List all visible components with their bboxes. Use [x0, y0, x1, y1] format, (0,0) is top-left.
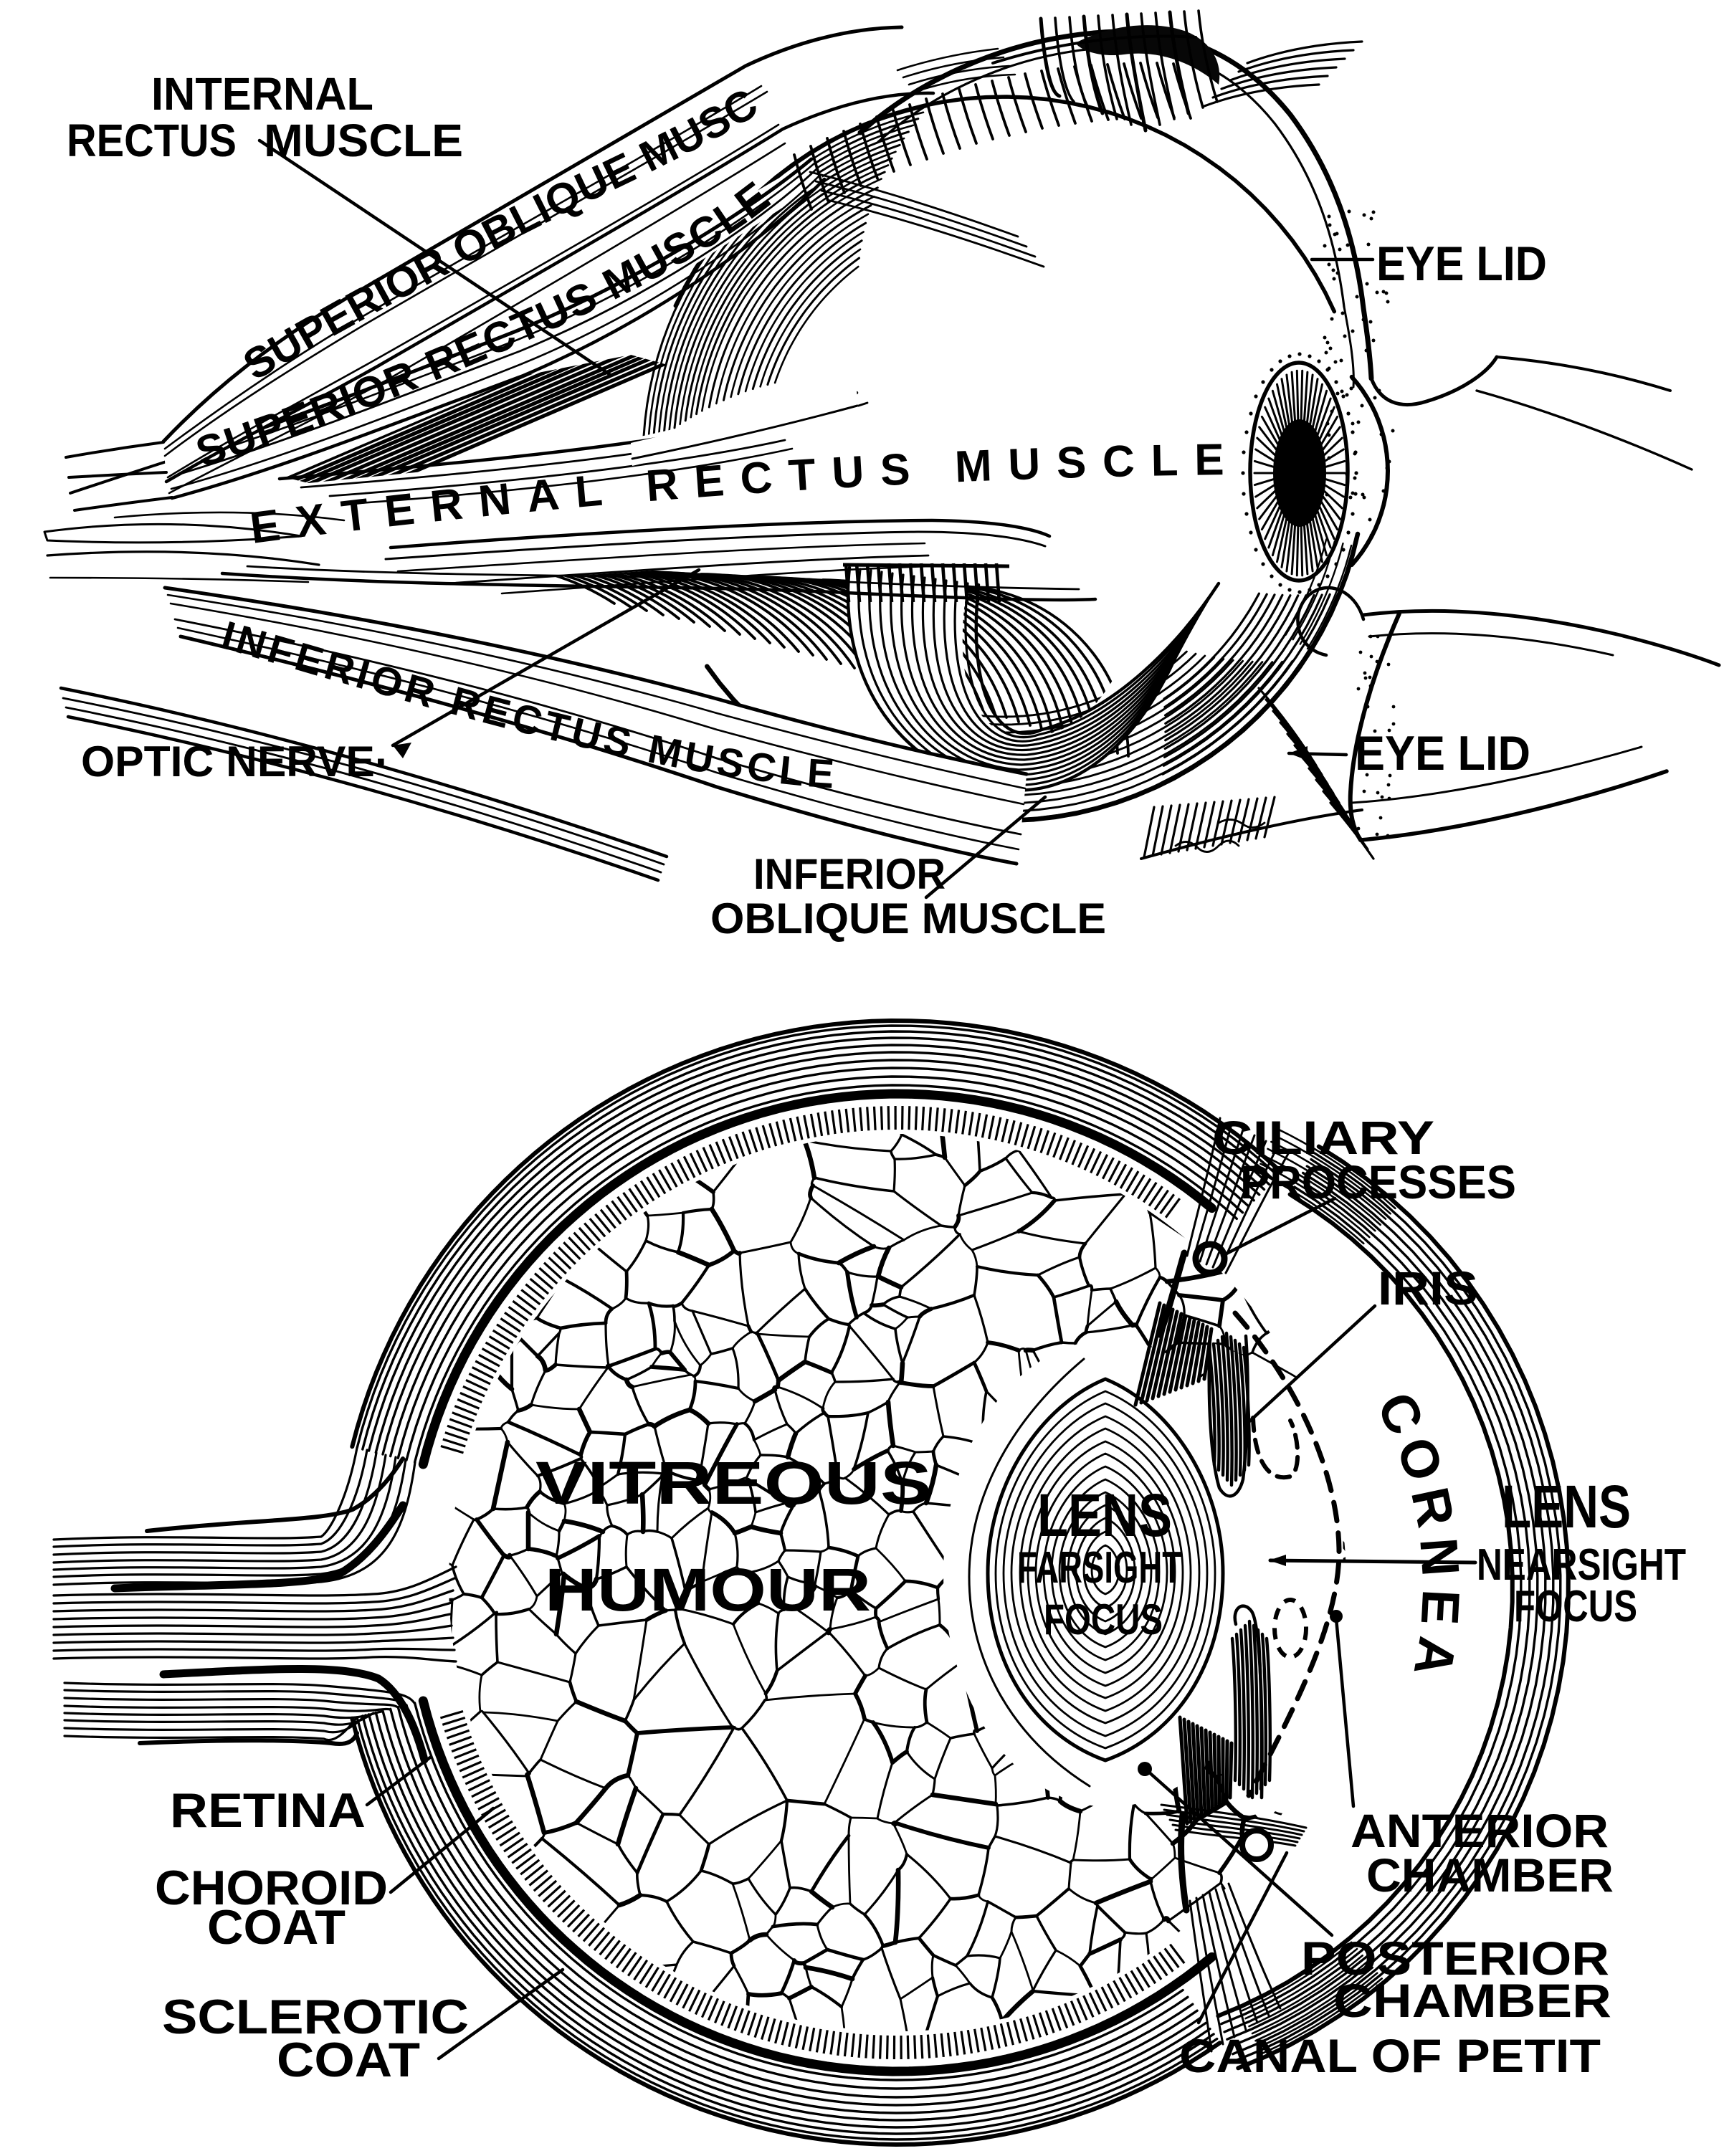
- svg-text:OBLIQUE MUSCLE: OBLIQUE MUSCLE: [710, 895, 1106, 943]
- svg-text:INTERNAL: INTERNAL: [151, 68, 373, 120]
- svg-text:EYE LID: EYE LID: [1355, 726, 1530, 781]
- svg-text:RETINA: RETINA: [170, 1783, 366, 1838]
- svg-text:CHOROID: CHOROID: [155, 1861, 388, 1915]
- svg-text:CHAMBER: CHAMBER: [1366, 1849, 1614, 1902]
- svg-text:FARSIGHT: FARSIGHT: [1017, 1543, 1182, 1593]
- svg-text:SCLEROTIC: SCLEROTIC: [162, 1990, 469, 2044]
- svg-text:FOCUS: FOCUS: [1044, 1595, 1163, 1644]
- svg-text:CHAMBER: CHAMBER: [1333, 1974, 1611, 2027]
- svg-text:CILIARY: CILIARY: [1212, 1111, 1434, 1164]
- svg-text:IRIS: IRIS: [1378, 1261, 1478, 1315]
- svg-text:E: E: [1410, 1588, 1471, 1627]
- svg-text:COAT: COAT: [207, 1900, 346, 1955]
- svg-text:PROCESSES: PROCESSES: [1240, 1155, 1516, 1208]
- svg-text:HUMOUR: HUMOUR: [545, 1556, 871, 1623]
- svg-text:EYE LID: EYE LID: [1376, 237, 1547, 291]
- svg-text:N: N: [1409, 1536, 1471, 1578]
- svg-text:COAT: COAT: [277, 2033, 420, 2087]
- svg-text:NEARSIGHT: NEARSIGHT: [1477, 1540, 1686, 1590]
- svg-text:ANTERIOR: ANTERIOR: [1351, 1804, 1609, 1857]
- svg-text:LENS: LENS: [1502, 1473, 1631, 1540]
- svg-text:LENS: LENS: [1037, 1482, 1172, 1549]
- svg-text:FOCUS: FOCUS: [1514, 1582, 1637, 1631]
- svg-text:INFERIOR: INFERIOR: [753, 850, 946, 898]
- svg-text:OPTIC NERVE·: OPTIC NERVE·: [81, 738, 389, 786]
- svg-text:VITREOUS: VITREOUS: [535, 1449, 932, 1517]
- svg-text:CANAL OF PETIT: CANAL OF PETIT: [1179, 2029, 1601, 2082]
- svg-text:MUSCLE: MUSCLE: [264, 115, 463, 166]
- svg-text:RECTUS: RECTUS: [67, 115, 237, 166]
- svg-text:POSTERIOR: POSTERIOR: [1301, 1932, 1609, 1985]
